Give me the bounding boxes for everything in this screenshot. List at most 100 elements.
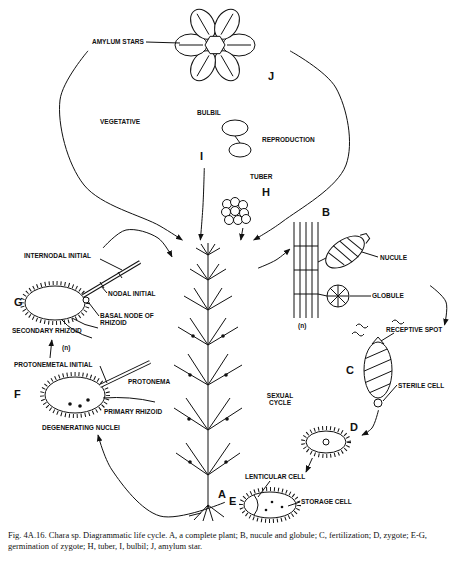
granule [271, 501, 274, 504]
chara-plant [174, 243, 242, 505]
granule [265, 509, 268, 512]
part-label: RECEPTIVE SPOT [386, 326, 442, 333]
part-label: BASAL NODE OF RHIZOID [100, 312, 162, 327]
tuber [222, 198, 251, 225]
spiral-cells [327, 234, 365, 270]
stage-figure: D [300, 420, 362, 458]
cycle-label: (n) [298, 322, 306, 329]
stage-letter: G [14, 296, 23, 309]
stage-figure: PROTONEMETAL INITIAL F PRIMARY RHIZOID DEGE… [10, 358, 170, 435]
part-label: STORAGE CELL [301, 498, 352, 505]
gametangium [188, 460, 192, 464]
figure-caption: Fig. 4A.16. Chara sp. Diagrammatic life … [8, 530, 448, 552]
stage-figure: INTERNODAL INITIALNODAL INITIALGSECONDAR… [10, 248, 165, 340]
stage-letter: D [350, 421, 358, 434]
primary-rhizoid [103, 398, 155, 403]
stage-figure: B NUCULE GLOBULE [290, 205, 430, 320]
part-label: GLOBULE [372, 292, 404, 299]
gametangium [224, 460, 228, 464]
gametangium [225, 417, 229, 421]
sterile-cell [374, 399, 382, 407]
gametangium [221, 334, 225, 338]
part-label: PRIMARY RHIZOID [104, 408, 162, 415]
zygote-spikes [22, 283, 88, 323]
star-centre [205, 36, 225, 53]
stage-figure: AMYLUM STARSJ [88, 3, 290, 90]
basal-node [83, 297, 89, 303]
cycle-label: VEGETATIVE [100, 118, 140, 125]
shield-cells [327, 285, 349, 307]
part-label: BULBIL [197, 109, 221, 116]
part-label: STERILE CELL [398, 382, 444, 389]
stage-letter: F [14, 388, 21, 401]
stage-figure: LENTICULAR CELL E STORAGE CELL [225, 472, 360, 527]
leader-line [89, 259, 122, 316]
part-label: NODAL INITIAL [108, 290, 156, 297]
cycle-arrow [254, 51, 350, 240]
part-label: LENTICULAR CELL [245, 473, 305, 480]
part-label: NUCULE [380, 254, 407, 261]
cycle-label: (n) [62, 344, 70, 351]
leader-line [381, 333, 397, 401]
stage-letter: I [200, 150, 203, 163]
cycle-arrow [258, 249, 290, 268]
cycle-arrow [362, 410, 379, 435]
cycle-arrow [430, 286, 447, 326]
gametangia [187, 334, 229, 464]
lenticular-wall [254, 495, 258, 515]
cycle-label: REPRODUCTION [262, 136, 315, 143]
leader-line [258, 481, 300, 506]
cycle-arrow [50, 340, 52, 358]
stage-figure: TUBER H [215, 172, 277, 228]
tuber-cell [225, 216, 234, 225]
cycle-arrow [200, 168, 204, 240]
bulbil [222, 120, 248, 136]
bulbil [229, 143, 251, 157]
stage-figure: BULBIL I [195, 108, 257, 168]
cycle-label: PROTONEMA [128, 378, 170, 385]
stage-letter: C [346, 364, 354, 377]
part-label: DEGENERATING NUCLEI [42, 424, 120, 431]
cycle-arrow [103, 230, 172, 257]
nucleus [86, 398, 90, 402]
stage-letter: B [322, 206, 330, 219]
spiral-cells [362, 346, 394, 396]
oogonium [364, 342, 392, 398]
corona [360, 232, 371, 244]
cell-wall [100, 272, 122, 288]
leader-line [350, 252, 378, 296]
cycle-arrow [241, 228, 243, 240]
part-label: SECONDARY RHIZOID [12, 327, 82, 334]
bulbil-stalk [235, 136, 240, 143]
cycle-arrow [98, 435, 225, 517]
degenerating-nuclei [68, 398, 90, 408]
globule [327, 285, 349, 307]
nucule [320, 226, 375, 274]
stage-letter: A [218, 488, 226, 501]
zygote-spikes [303, 428, 349, 456]
leader-line [100, 366, 107, 383]
germinating-zygote [45, 377, 105, 413]
gametangium [188, 373, 192, 377]
germinating-zygote [244, 492, 296, 518]
stage-letter: E [229, 495, 236, 508]
stage-letter: H [262, 186, 270, 199]
amylum-star [175, 5, 255, 85]
storage-granules [265, 501, 284, 512]
cycle-label: SEXUAL CYCLE [258, 392, 302, 407]
nucleus [68, 402, 72, 406]
part-label: TUBER [250, 173, 272, 180]
tuber-cell [231, 207, 240, 216]
zygote [306, 431, 346, 453]
gametangium [191, 334, 195, 338]
part-label: PROTONEMETAL INITIAL [14, 361, 92, 368]
nucleus [78, 404, 82, 408]
stage-figure: RECEPTIVE SPOT C STERILE CELL [340, 325, 450, 410]
germinating-zygote [25, 286, 85, 320]
leader-line [146, 42, 180, 43]
gametangium [224, 373, 228, 377]
ray-midline [179, 14, 251, 76]
zygote-spikes [42, 374, 108, 416]
